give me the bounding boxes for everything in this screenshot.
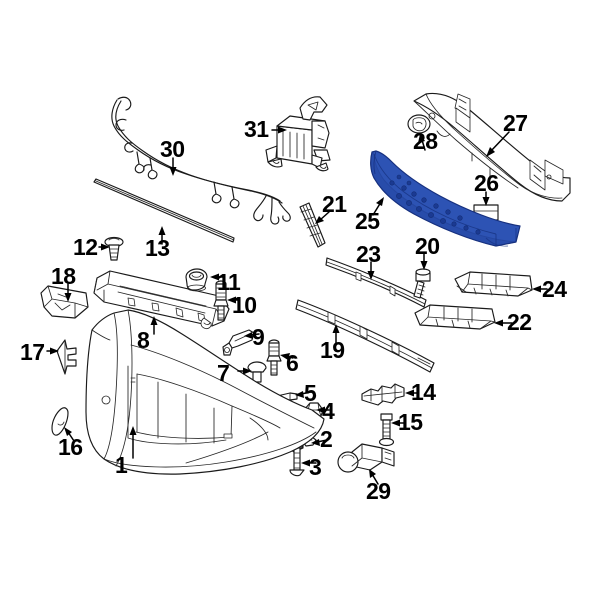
callout-number-bolt-lower: 3 (309, 454, 322, 480)
part-wiring-harness (111, 96, 291, 225)
part-distance-sensor-module (265, 96, 331, 172)
part-bolt-impact-bar (413, 268, 431, 299)
callout-number-nut-push: 4 (322, 398, 335, 424)
callout-number-front-impact-bar: 25 (355, 208, 380, 234)
leader-lines (46, 126, 548, 485)
part-rivet-plug (247, 361, 267, 383)
part-bumper-cover (85, 309, 325, 475)
part-front-impact-bar-highlighted (370, 150, 521, 247)
callout-number-bolt-long: 10 (232, 292, 257, 318)
callout-number-grille-lower-left: 24 (542, 276, 567, 302)
callout-number-molding-strip-lower: 23 (356, 241, 381, 267)
part-retainer-side (56, 339, 77, 375)
callout-number-nut-reinforcement: 28 (413, 128, 438, 154)
part-bracket-side (361, 383, 405, 406)
part-screw-washer (104, 236, 124, 261)
callout-number-bumper-cover: 1 (115, 452, 128, 478)
callout-number-grille-insert-small: 21 (322, 191, 347, 217)
callout-number-bracket-corner-left: 18 (51, 263, 76, 289)
part-molding-strip-upper (93, 178, 235, 243)
callout-number-plate-patch: 26 (474, 170, 499, 196)
part-nut-reinforcement (407, 114, 431, 134)
part-grille-lower-left (454, 271, 533, 297)
callout-number-retainer-side: 17 (20, 339, 45, 365)
callout-number-clip-side: 16 (58, 434, 83, 460)
callout-number-molding-strip-upper: 13 (145, 235, 170, 261)
callout-number-bolt-small: 6 (286, 350, 299, 376)
callout-number-screw-washer: 12 (73, 234, 98, 260)
callout-number-lower-spoiler: 19 (320, 337, 345, 363)
part-grille-insert-small (299, 202, 326, 248)
callout-number-grille-lower-right: 22 (507, 309, 532, 335)
part-grommet-nut (185, 268, 208, 292)
part-grille-lower-right (414, 304, 496, 330)
part-bolt-long (213, 280, 229, 321)
callout-number-pin-rivet: 5 (304, 380, 317, 406)
part-bracket-corner-left (40, 285, 89, 319)
part-lower-spoiler (295, 299, 435, 373)
callout-number-grommet-nut: 11 (217, 269, 241, 295)
callout-number-screw-tapping: 15 (398, 409, 423, 435)
callout-number-parking-sensor: 29 (366, 478, 391, 504)
callout-number-bumper-reinforcement: 27 (503, 110, 528, 136)
part-parking-sensor (337, 443, 395, 473)
part-bolt-small (266, 339, 282, 376)
callout-number-bracket-clip: 9 (252, 324, 265, 350)
callout-number-rivet-plug: 7 (217, 360, 230, 386)
callout-number-distance-sensor-module: 31 (244, 116, 269, 142)
callout-number-bracket-side: 14 (411, 379, 436, 405)
part-clip-side (51, 407, 69, 436)
part-bumper-reinforcement (413, 92, 571, 202)
callout-number-bolt-impact-bar: 20 (415, 233, 440, 259)
callout-number-wiring-harness: 30 (160, 136, 185, 162)
callout-number-clip-retainer: 2 (320, 426, 333, 452)
impact-bar-holes (389, 174, 481, 235)
part-screw-tapping (378, 413, 395, 447)
callout-number-energy-absorber: 8 (137, 327, 150, 353)
part-energy-absorber (93, 270, 230, 330)
part-molding-strip-lower (325, 257, 427, 308)
